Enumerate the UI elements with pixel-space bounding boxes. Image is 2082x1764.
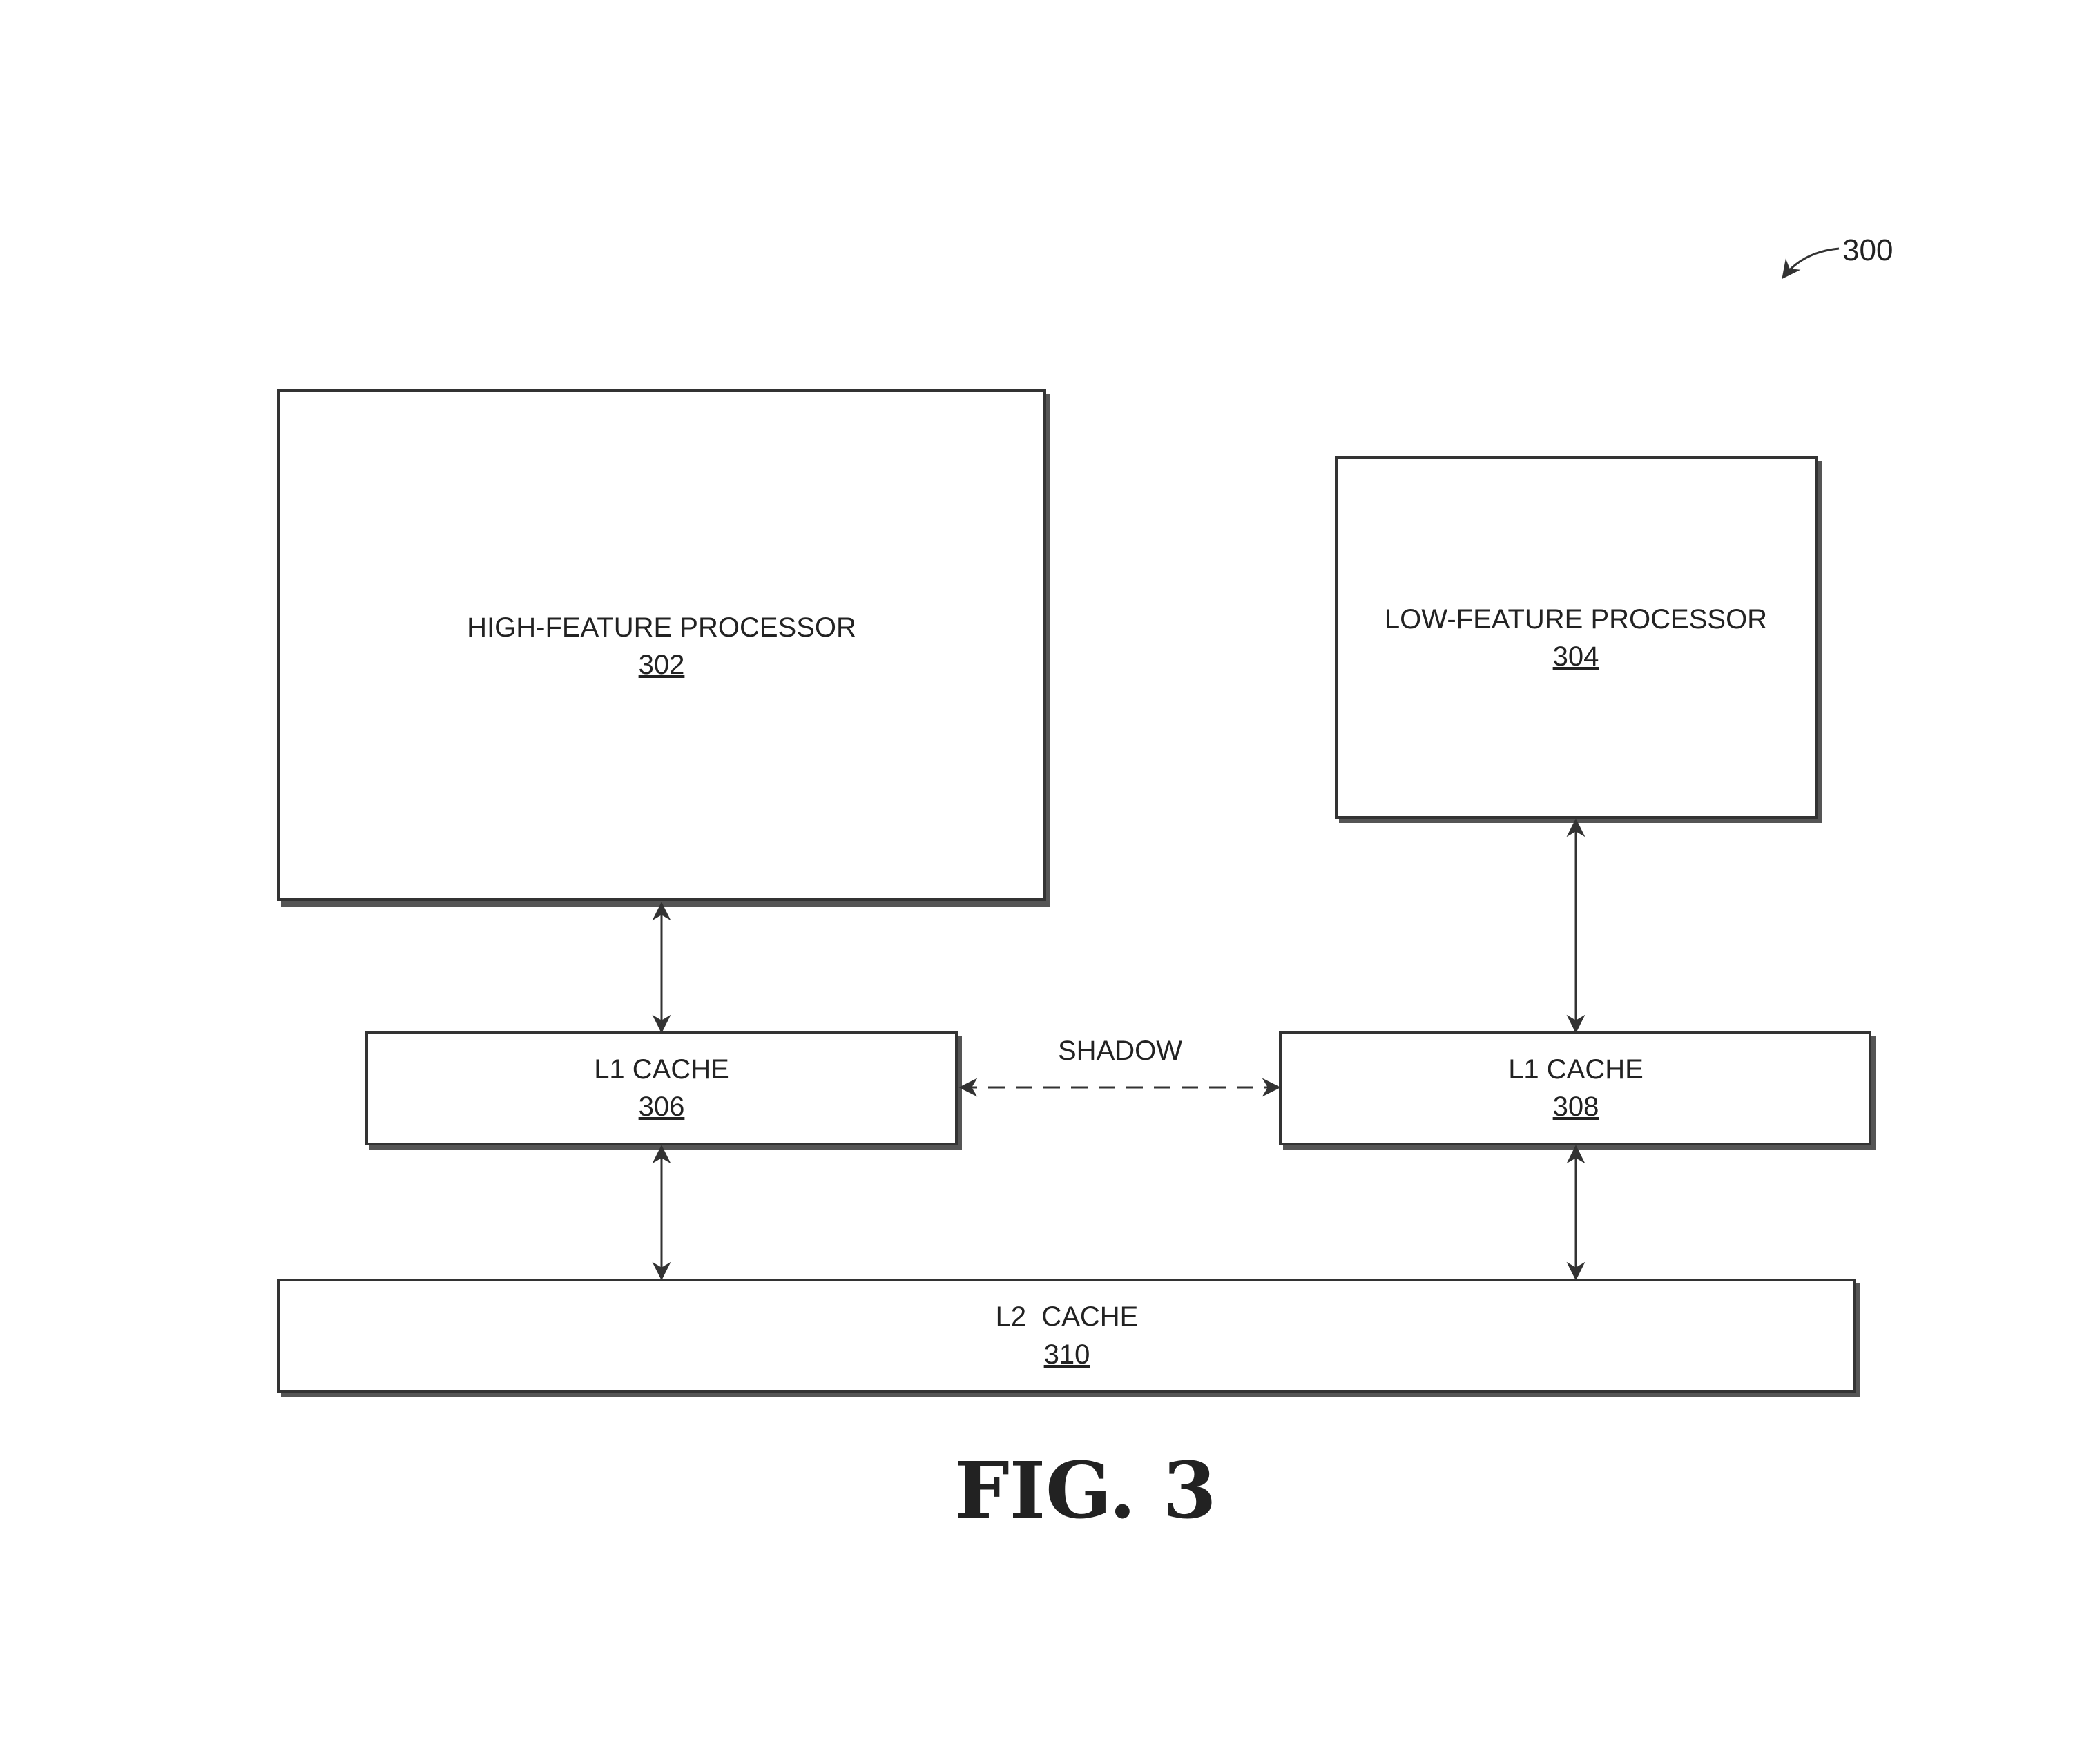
l1-cache-low-block: L1 CACHE 308 [1279,1031,1876,1150]
block-ref: 302 [639,650,685,680]
block-ref: 304 [1553,641,1599,672]
l2-cache-block: L2 CACHE 310 [277,1279,1860,1397]
figure-reference: 300 [1782,233,1893,280]
high-feature-processor-block: HIGH-FEATURE PROCESSOR 302 [277,389,1050,907]
block-label: HIGH-FEATURE PROCESSOR [467,612,856,643]
figure-ref-number: 300 [1842,233,1893,267]
block-label: L1 CACHE [1508,1054,1644,1085]
reference-arrow-icon [1782,247,1840,280]
shadow-label: SHADOW [1058,1036,1182,1066]
block-label: LOW-FEATURE PROCESSOR [1385,604,1767,634]
block-ref: 308 [1553,1092,1599,1122]
low-feature-processor-block: LOW-FEATURE PROCESSOR 304 [1335,456,1822,823]
l1-cache-high-block: L1 CACHE 306 [365,1031,962,1150]
block-ref: 306 [639,1092,685,1122]
figure-caption: FIG. 3 [954,1446,1216,1536]
block-label: L2 CACHE [996,1301,1139,1332]
block-label: L1 CACHE [594,1054,729,1085]
block-ref: 310 [1044,1339,1090,1370]
